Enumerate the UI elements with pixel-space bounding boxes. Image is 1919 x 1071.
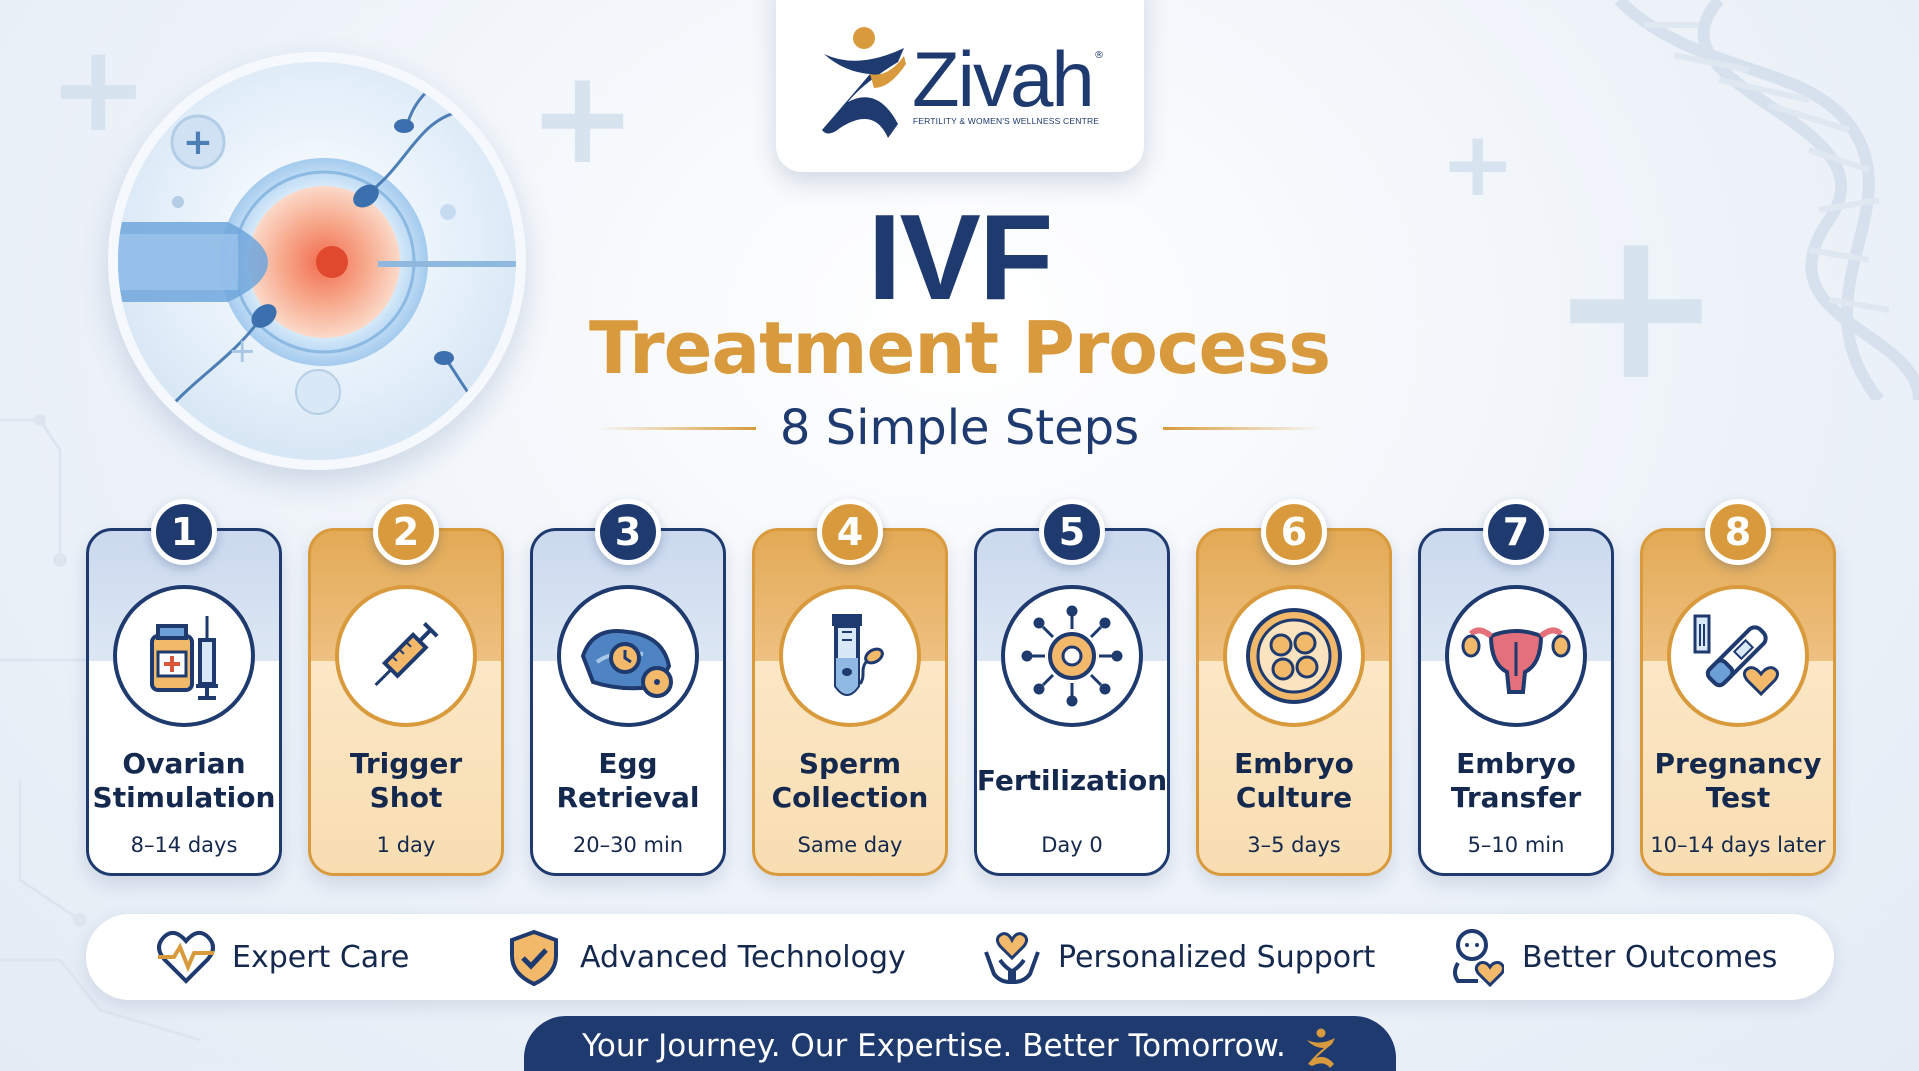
step-number: 3 [595,499,661,565]
step-number: 8 [1705,499,1771,565]
decorative-plus-icon: + [528,41,637,193]
footer-banner: Your Journey. Our Expertise. Better Tomo… [524,1016,1396,1071]
brand-logo-card: Zivah ® FERTILITY & WOMEN'S WELLNESS CEN… [776,0,1144,172]
tagline-row: 8 Simple Steps [0,404,1919,452]
uterus-icon [1461,627,1571,694]
step-title: Ovarian Stimulation [92,747,276,814]
baby-heart-icon [1453,929,1504,987]
ultrasound-monitor-icon [580,629,673,698]
svg-text:+: + [228,331,257,371]
step-duration: 1 day [376,833,436,857]
step-duration: Same day [797,833,903,857]
dna-helix-icon [1614,0,1919,400]
registered-mark: ® [1094,50,1104,61]
step-number: 5 [1039,499,1105,565]
tagline-divider-right [1163,426,1324,430]
step-card-6: 6 Embryo Culture 3–5 days [1196,499,1392,876]
benefit-item: Advanced Technology [504,914,906,1000]
step-card-5: 5 Fertilization Day 0 [974,499,1170,876]
step-number: 7 [1483,499,1549,565]
benefit-item: Expert Care [156,914,409,1000]
decorative-plus-icon: + [1440,112,1516,217]
step-duration: 10–14 days later [1650,833,1826,857]
step-card-1: 1 Ovarian Stimulation 8–14 days [86,499,282,876]
zivah-figure-icon [1306,1028,1335,1068]
page-subtitle: Treatment Process [588,306,1331,390]
brand-tagline: FERTILITY & WOMEN'S WELLNESS CENTRE [912,116,1100,126]
benefit-label: Personalized Support [1058,939,1376,975]
step-number: 2 [373,499,439,565]
benefit-label: Advanced Technology [580,939,906,975]
egg-fertilization-icon [1021,605,1123,707]
tagline-divider-left [595,426,756,430]
svg-text:+: + [183,122,213,163]
petri-dish-embryo-icon [1246,608,1342,704]
step-card-2: 2 Trigger Shot 1 day [308,499,504,876]
medicine-vial-syringe-icon [150,616,218,700]
step-number: 4 [817,499,883,565]
tagline: 8 Simple Steps [779,400,1140,456]
step-card-4: 4 Sperm Collection Same day [752,499,948,876]
footer-slogan: Your Journey. Our Expertise. Better Tomo… [582,1028,1286,1064]
step-title: Egg Retrieval [556,747,700,814]
benefits-bar: Expert Care Advanced Technology Personal… [86,914,1834,1000]
page-title: IVF [867,189,1054,325]
step-card-3: 3 Egg Retrieval 20–30 min [530,499,726,876]
shield-check-icon [510,929,558,986]
decorative-plus-icon: + [1548,182,1724,427]
test-tube-sperm-icon [832,614,884,696]
decorative-plus-icon: + [48,20,149,159]
hands-heart-icon [984,932,1040,985]
zivah-logo-icon [822,27,906,138]
benefit-item: Personalized Support [982,914,1375,1000]
syringe-icon [374,622,439,687]
ivf-egg-sperm-illustration: + + [108,52,526,470]
step-duration: Day 0 [1041,833,1103,857]
heartbeat-icon [157,930,215,984]
pregnancy-test-heart-icon [1693,614,1780,697]
step-title: Sperm Collection [771,747,929,814]
benefit-label: Better Outcomes [1522,939,1778,975]
step-title: Embryo Transfer [1450,747,1582,814]
benefit-item: Better Outcomes [1446,914,1777,1000]
step-duration: 5–10 min [1467,833,1565,857]
step-number: 1 [151,499,217,565]
step-duration: 3–5 days [1247,833,1341,857]
benefit-label: Expert Care [232,939,410,975]
brand-name: Zivah [912,35,1095,123]
step-card-7: 7 Embryo Transfer 5–10 min [1418,499,1614,876]
step-number: 6 [1261,499,1327,565]
step-card-8: 8 Pregnancy Test 10–14 days later [1640,499,1836,876]
step-title: Trigger Shot [349,747,463,814]
step-duration: 8–14 days [130,833,238,857]
step-title: Fertilization [976,764,1168,798]
step-title: Embryo Culture [1234,747,1354,814]
step-duration: 20–30 min [572,833,684,857]
step-title: Pregnancy Test [1654,747,1822,814]
